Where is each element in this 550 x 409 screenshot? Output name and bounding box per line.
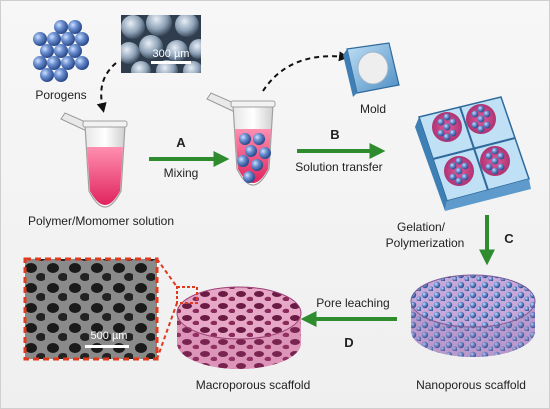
sem-bead — [175, 15, 199, 37]
macroporous-scaffold-icon — [176, 286, 302, 369]
well-bead — [455, 157, 463, 165]
porogen-bead — [47, 32, 61, 46]
well-bead — [491, 157, 499, 165]
step-c-label: C — [504, 231, 514, 246]
solution-transfer-label: Solution transfer — [295, 160, 382, 174]
well-bead — [483, 121, 491, 129]
well-bead — [491, 167, 499, 175]
porogen-bead — [54, 44, 68, 58]
well-bead — [443, 133, 451, 141]
well-bead — [477, 125, 485, 133]
well-bead — [455, 177, 463, 185]
tube-bead — [253, 133, 265, 145]
well-bead — [449, 162, 457, 170]
well-bead — [449, 118, 457, 126]
porogen-bead — [68, 20, 82, 34]
macroporous-label: Macroporous scaffold — [196, 378, 311, 392]
nanoporous-scaffold-icon — [410, 274, 536, 357]
well-bead — [449, 173, 457, 181]
well-bead — [491, 147, 499, 155]
well-bead — [443, 123, 451, 131]
well-bead — [485, 163, 493, 171]
porogen-cluster-icon — [33, 20, 89, 82]
tube-bead — [251, 159, 263, 171]
sem-bead — [131, 61, 151, 73]
well-bead — [455, 167, 463, 175]
step-a-label: A — [176, 135, 186, 150]
well-bead — [471, 121, 479, 129]
mixing-label: Mixing — [164, 166, 199, 180]
step-d-label: D — [344, 335, 353, 350]
tube-bead — [245, 145, 257, 157]
porogen-bead — [61, 56, 75, 70]
porogen-bead — [33, 32, 47, 46]
well-bead — [485, 152, 493, 160]
dashed-arrow-tube-to-mold — [262, 51, 349, 92]
mold-icon — [343, 42, 400, 97]
porogen-bead — [40, 44, 54, 58]
gelation-label-line1: Gelation/ — [397, 220, 446, 234]
porogen-bead — [61, 32, 75, 46]
porogen-bead — [40, 68, 54, 82]
tube-with-porogens-icon — [206, 92, 276, 186]
porogen-bead — [75, 56, 89, 70]
well-bead — [437, 118, 445, 126]
sem-bead — [189, 39, 201, 59]
filled-mold-grid-icon — [415, 96, 531, 211]
sem-scale-label-top: 300 µm — [153, 48, 190, 60]
sem-micrograph-porogens — [121, 15, 201, 73]
well-bead — [437, 129, 445, 137]
sem-bead — [183, 61, 201, 73]
tube-polymer-solution-icon — [60, 112, 128, 208]
zoom-indicator — [156, 258, 198, 360]
well-bead — [471, 110, 479, 118]
tube-bead — [239, 133, 251, 145]
sem-scale-label-bottom: 500 µm — [91, 330, 128, 342]
well-bead — [477, 105, 485, 113]
step-b-label: B — [330, 127, 339, 142]
well-bead — [483, 110, 491, 118]
porogen-bead — [68, 44, 82, 58]
sem-bead — [139, 35, 163, 59]
well-bead — [443, 113, 451, 121]
porogens-label: Porogens — [35, 88, 86, 102]
porogen-bead — [47, 56, 61, 70]
well-bead — [461, 162, 469, 170]
sem-bead — [121, 15, 145, 39]
well-bead — [461, 173, 469, 181]
sem-bead — [146, 15, 172, 36]
pore-leaching-label: Pore leaching — [316, 296, 389, 310]
polymer-solution-label: Polymer/Momomer solution — [28, 214, 174, 228]
well-bead — [497, 163, 505, 171]
sem-bead — [166, 40, 188, 62]
tube-bead — [237, 155, 249, 167]
porogen-bead — [33, 56, 47, 70]
nanoporous-label: Nanoporous scaffold — [416, 378, 526, 392]
well-bead — [449, 129, 457, 137]
sem-micrograph-scaffold — [23, 257, 159, 361]
tube-bead — [259, 147, 271, 159]
tube-bead — [243, 171, 255, 183]
dashed-arrow-porogens-to-tube — [96, 62, 117, 113]
well-bead — [477, 115, 485, 123]
porogen-bead — [54, 20, 68, 34]
sem-bead — [121, 42, 140, 64]
porogen-bead — [54, 68, 68, 82]
well-bead — [497, 152, 505, 160]
porogen-bead — [75, 32, 89, 46]
mold-label: Mold — [360, 102, 386, 116]
gelation-label-line2: Polymerization — [386, 236, 465, 250]
